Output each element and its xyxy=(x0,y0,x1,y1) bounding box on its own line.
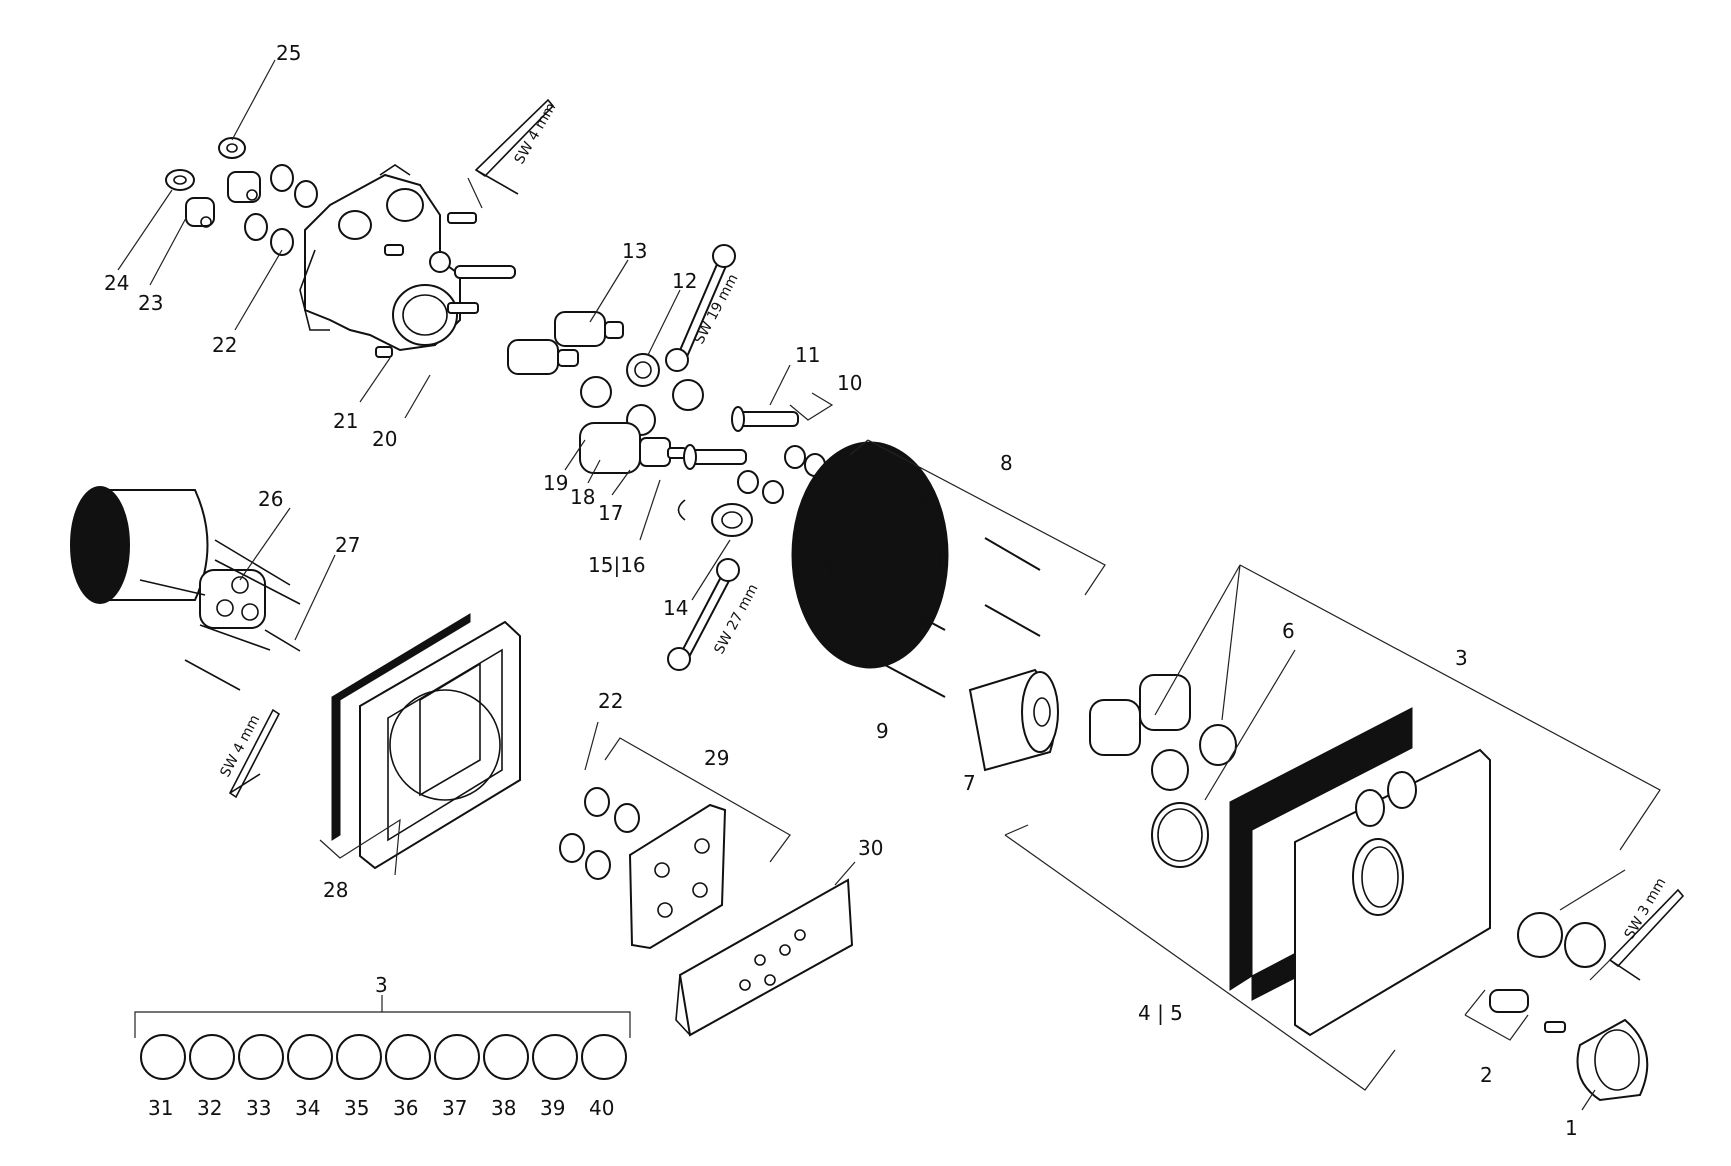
part-plate-seals xyxy=(559,787,727,950)
part-number-30: 30 xyxy=(858,836,883,860)
part-number-7: 7 xyxy=(963,771,976,795)
part-number-10: 10 xyxy=(837,371,862,395)
part-thermo-cartridge xyxy=(579,422,687,474)
part-nuts-seals xyxy=(1089,674,1237,868)
part-number-4-5: 4 | 5 xyxy=(1138,1001,1183,1025)
part-knobs xyxy=(1489,912,1649,1102)
part-number-8: 8 xyxy=(1000,451,1013,475)
part-number-32: 32 xyxy=(197,1096,222,1120)
part-body-screws xyxy=(429,212,516,314)
part-spanners xyxy=(665,244,740,671)
part-number-26: 26 xyxy=(258,487,283,511)
part-cylinder-flange xyxy=(70,486,301,691)
part-number-25: 25 xyxy=(276,41,301,65)
part-spindles xyxy=(677,406,826,537)
part-number-33: 33 xyxy=(246,1096,271,1120)
part-number-14: 14 xyxy=(663,596,688,620)
part-number-22-mid: 22 xyxy=(598,689,623,713)
part-number-3-bottom: 3 xyxy=(375,973,388,997)
part-number-23: 23 xyxy=(138,291,163,315)
tool-label-sw4-top: SW 4 mm xyxy=(512,100,560,167)
part-long-screws xyxy=(884,537,1041,698)
part-number-28: 28 xyxy=(323,878,348,902)
part-number-35: 35 xyxy=(344,1096,369,1120)
tool-label-sw4-left: SW 4 mm xyxy=(217,712,263,779)
part-number-37: 37 xyxy=(442,1096,467,1120)
part-number-34: 34 xyxy=(295,1096,320,1120)
part-cartridges xyxy=(507,311,704,436)
part-valve-body xyxy=(299,164,461,358)
part-number-27: 27 xyxy=(335,533,360,557)
part-number-11: 11 xyxy=(795,343,820,367)
part-number-18: 18 xyxy=(570,485,595,509)
part-number-38: 38 xyxy=(491,1096,516,1120)
part-number-19: 19 xyxy=(543,471,568,495)
part-number-22-top: 22 xyxy=(212,333,237,357)
part-number-20: 20 xyxy=(372,427,397,451)
part-number-40: 40 xyxy=(589,1096,614,1120)
part-number-31: 31 xyxy=(148,1096,173,1120)
part-number-24: 24 xyxy=(104,271,129,295)
part-button-row xyxy=(140,1034,627,1080)
part-cover-gasket xyxy=(1229,707,1491,1037)
part-number-2: 2 xyxy=(1480,1063,1493,1087)
part-number-13: 13 xyxy=(622,239,647,263)
part-ring-plate xyxy=(791,441,949,669)
part-number-17: 17 xyxy=(598,501,623,525)
part-number-9: 9 xyxy=(876,719,889,743)
part-number-6: 6 xyxy=(1282,619,1295,643)
part-number-3-right: 3 xyxy=(1455,646,1468,670)
part-number-15-16: 15|16 xyxy=(588,553,646,577)
tool-label-sw3: SW 3 mm xyxy=(1622,875,1670,942)
part-allen-keys xyxy=(228,98,1685,981)
part-number-36: 36 xyxy=(393,1096,418,1120)
part-number-1: 1 xyxy=(1565,1116,1578,1140)
part-number-12: 12 xyxy=(672,269,697,293)
part-mounting-frame xyxy=(331,613,521,870)
part-rail xyxy=(675,878,854,1037)
part-number-29: 29 xyxy=(704,746,729,770)
part-fittings-top-left xyxy=(165,137,318,256)
part-sleeve xyxy=(968,668,1059,772)
part-number-39: 39 xyxy=(540,1096,565,1120)
leader-lines xyxy=(117,59,1661,1111)
part-number-21: 21 xyxy=(333,409,358,433)
